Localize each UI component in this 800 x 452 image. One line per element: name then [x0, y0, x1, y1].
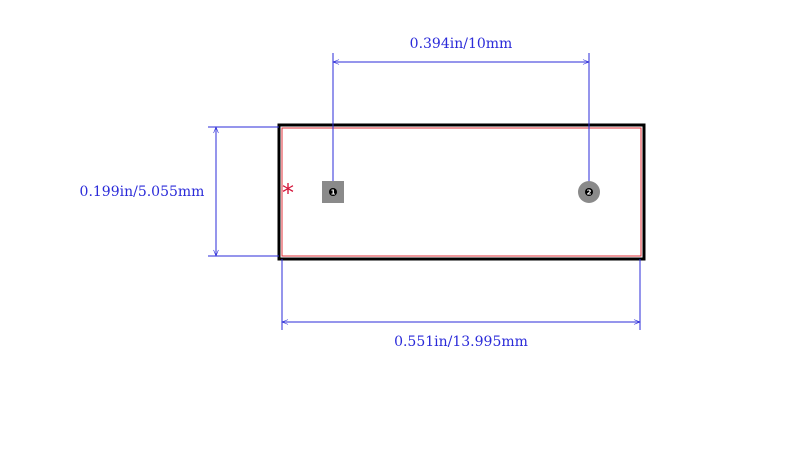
pad-1: 1 [322, 181, 344, 203]
body-width-label: 0.551in/13.995mm [394, 334, 528, 350]
body-height-label: 0.199in/5.055mm [80, 184, 205, 200]
pad-spacing-dimension: 0.394in/10mm [332, 36, 590, 190]
pad-1-number: 1 [331, 189, 336, 197]
body-width-dimension: 0.551in/13.995mm [281, 259, 641, 350]
pin1-marker: * [282, 179, 294, 207]
body-height-dimension: 0.199in/5.055mm [80, 126, 279, 257]
courtyard-outline [281, 127, 642, 257]
pad-2: 2 [578, 181, 600, 203]
pad-2-number: 2 [587, 189, 592, 197]
component-outline [277, 123, 646, 261]
pad-spacing-label: 0.394in/10mm [410, 36, 513, 52]
